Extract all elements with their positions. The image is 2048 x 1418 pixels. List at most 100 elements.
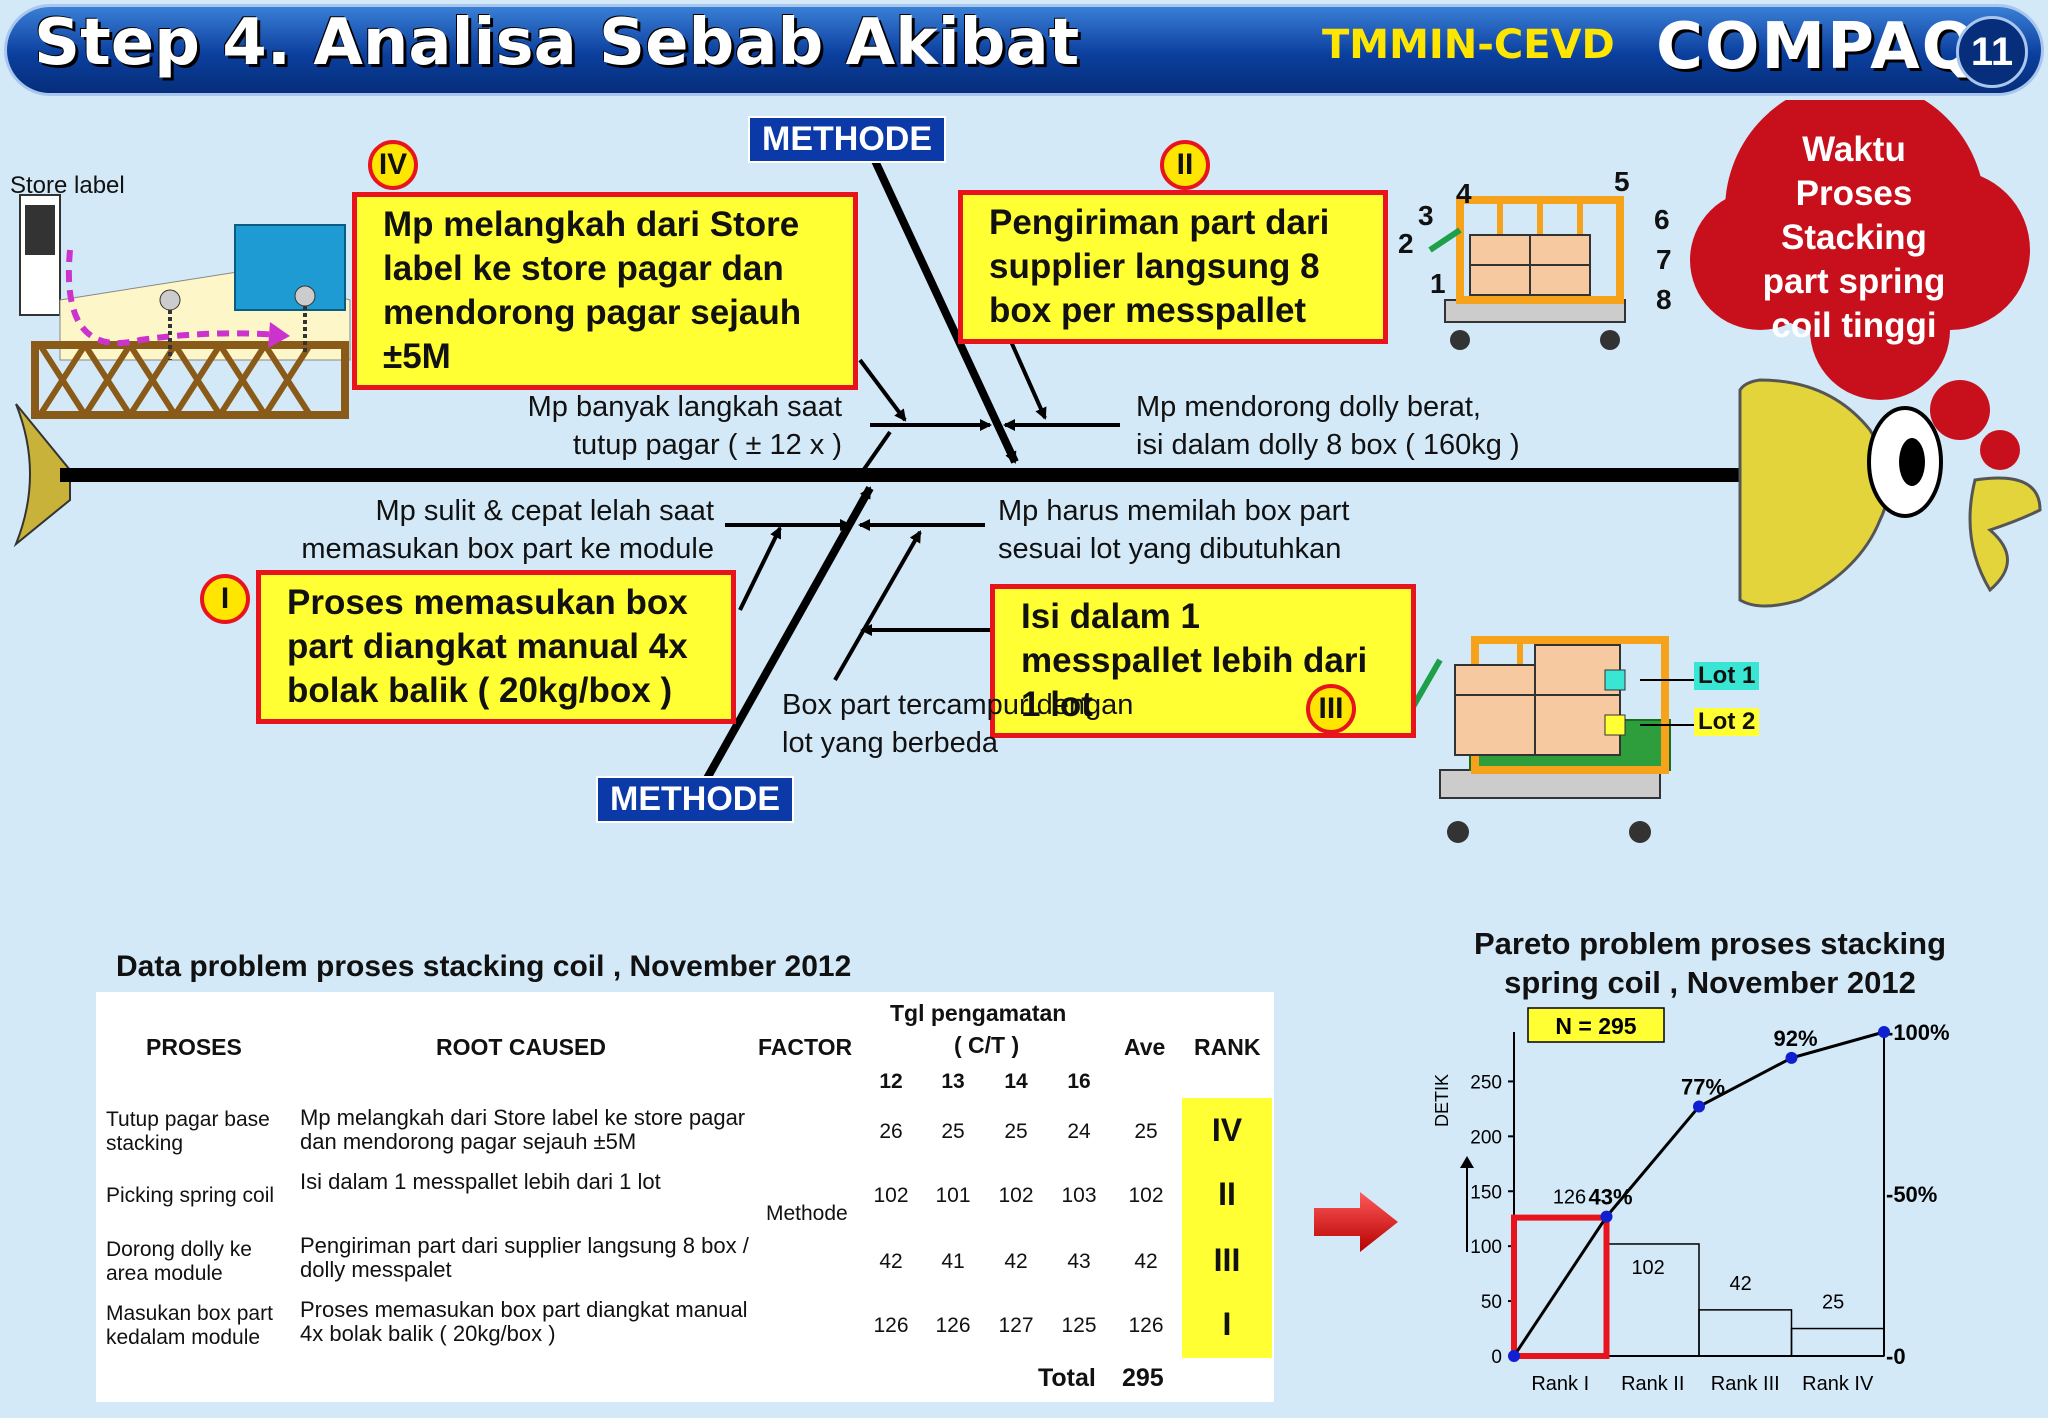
header-bar: Step 4. Analisa Sebab Akibat TMMIN-CEVD …	[0, 0, 2048, 100]
fish-pupil	[1899, 438, 1925, 486]
table-cell: 125	[1061, 1314, 1097, 1337]
page-number: 11	[1956, 16, 2028, 88]
table-cell: 25	[941, 1120, 965, 1143]
category-methode-bottom: METHODE	[596, 776, 794, 823]
fish-mouth	[1968, 476, 2042, 593]
cause-top-right: Mp mendorong dolly berat, isi dalam doll…	[1136, 388, 1520, 464]
x-tick-label: Rank II	[1621, 1373, 1684, 1395]
cumulative-label: 77%	[1681, 1075, 1725, 1100]
bar-value-label: 25	[1822, 1292, 1844, 1314]
table-cell-rank: IV	[1211, 1112, 1243, 1148]
cumulative-point	[1785, 1051, 1798, 1064]
table-cell: 43	[1067, 1250, 1091, 1273]
table-row-root: Pengiriman part dari supplier langsung 8…	[300, 1233, 749, 1282]
header-date: 13	[941, 1070, 965, 1093]
cumulative-point	[1693, 1100, 1705, 1113]
table-title: Data problem proses stacking coil , Nove…	[116, 950, 852, 983]
fish-tail	[13, 403, 71, 548]
table-cell: 101	[935, 1184, 971, 1207]
x-tick-label: Rank IV	[1802, 1373, 1874, 1395]
header-ave: Ave	[1124, 1034, 1166, 1060]
table-row-proses: Picking spring coil	[106, 1184, 275, 1207]
header-date: 12	[879, 1070, 903, 1093]
total-value: 295	[1122, 1364, 1164, 1392]
cause-bottom-left-line1: Mp sulit & cepat lelah saat	[375, 495, 714, 527]
cause-bottom-right-line2: sesuai lot yang dibutuhkan	[998, 533, 1342, 565]
y-tick-label: 50	[1481, 1292, 1502, 1313]
dolly-number-5: 5	[1614, 166, 1630, 197]
cumulative-point	[1508, 1350, 1520, 1362]
pareto-title: Pareto problem proses stacking spring co…	[1473, 926, 1947, 1000]
cause-top-left-line2: tutup pagar ( ± 12 x )	[572, 429, 842, 461]
table-row-proses: Dorong dolly ke area module	[106, 1238, 252, 1285]
table-cell: 102	[873, 1184, 909, 1207]
y-axis-label: DETIK	[1432, 1074, 1452, 1127]
cumulative-point	[1878, 1026, 1890, 1038]
y-tick-label: 150	[1470, 1182, 1502, 1203]
table-row-root: Mp melangkah dari Store label ke store p…	[300, 1105, 746, 1154]
effect-cloud	[1690, 100, 2030, 470]
table-cell-rank: III	[1213, 1242, 1241, 1278]
pareto-bar	[1790, 1327, 1885, 1357]
x-tick-label: Rank III	[1711, 1373, 1780, 1395]
data-table	[96, 992, 1274, 1402]
cause-bottom-left: Mp sulit & cepat lelah saat memasukan bo…	[260, 492, 714, 568]
root-cause-iii-box: Isi dalam 1 messpallet lebih dari 1 lot	[990, 584, 1416, 738]
category-methode-top: METHODE	[748, 116, 946, 163]
cause-line	[858, 358, 907, 422]
dolly-number-3: 3	[1418, 200, 1434, 231]
dolly-number-8: 8	[1656, 284, 1672, 315]
cause-top-left-line1: Mp banyak langkah saat	[527, 391, 842, 423]
rank-marker-i: I	[200, 574, 250, 624]
effect-text: Waktu Proses Stacking part spring coil t…	[1762, 130, 1946, 345]
y-tick-label: 200	[1470, 1127, 1502, 1148]
table-row-root: Proses memasukan box part diangkat manua…	[300, 1297, 748, 1346]
factor-value: Methode	[766, 1202, 848, 1225]
cumulative-label: 43%	[1588, 1185, 1632, 1210]
cause-line	[738, 526, 782, 611]
lot2-label: Lot 2	[1694, 708, 1760, 736]
cause-bottom-mid: Box part tercampur dengan lot yang berbe…	[782, 686, 1133, 762]
root-cause-ii-box: Pengiriman part dari supplier langsung 8…	[958, 190, 1388, 344]
header-proses: PROSES	[146, 1034, 242, 1060]
table-cell-rank: I	[1222, 1306, 1232, 1342]
rank-column-highlight	[1182, 1098, 1272, 1358]
cause-bottom-right-line1: Mp harus memilah box part	[998, 495, 1350, 527]
y2-tick-label: -0	[1886, 1344, 1906, 1369]
cause-top-right-line2: isi dalam dolly 8 box ( 160kg )	[1136, 429, 1520, 461]
rank-marker-ii: II	[1160, 140, 1210, 190]
table-cell-ave: 42	[1134, 1250, 1158, 1273]
table-cell: 25	[1004, 1120, 1028, 1143]
dolly-number-6: 6	[1654, 204, 1670, 235]
table-cell: 126	[873, 1314, 909, 1337]
bar-value-label: 126	[1553, 1187, 1586, 1209]
rank-marker-iv: IV	[368, 140, 418, 190]
cause-bottom-mid-line2: lot yang berbeda	[782, 727, 999, 759]
table-cell: 26	[879, 1120, 903, 1143]
lot1-label: Lot 1	[1694, 662, 1760, 690]
y2-tick-label: -100%	[1886, 1020, 1950, 1045]
dolly-mixed-lot-illustration	[1399, 636, 1671, 843]
table-cell: 41	[941, 1250, 965, 1273]
highlight-box	[1511, 1214, 1610, 1359]
cumulative-label: 92%	[1773, 1026, 1817, 1051]
cause-line	[833, 530, 922, 681]
table-cell-ave: 102	[1128, 1184, 1164, 1207]
cause-top-left: Mp banyak langkah saat tutup pagar ( ± 1…	[498, 388, 842, 464]
y-tick-label: 0	[1491, 1347, 1502, 1368]
bar-value-label: 102	[1631, 1257, 1664, 1279]
root-cause-iv-box: Mp melangkah dari Store label ke store p…	[352, 192, 858, 390]
cumulative-point	[1600, 1210, 1613, 1223]
header-root-caused: ROOT CAUSED	[436, 1034, 606, 1060]
table-cell: 127	[998, 1314, 1034, 1337]
table-cell: 24	[1067, 1120, 1091, 1143]
table-cell: 42	[879, 1250, 903, 1273]
fish-head	[1738, 378, 1890, 608]
dolly-number-2: 2	[1398, 228, 1414, 259]
dolly-number-7: 7	[1656, 244, 1672, 275]
root-cause-i-box: Proses memasukan box part diangkat manua…	[256, 570, 736, 724]
header-tgl-line1: Tgl pengamatan	[890, 1000, 1067, 1026]
header-rank: RANK	[1194, 1034, 1261, 1060]
header-date: 16	[1067, 1070, 1091, 1093]
